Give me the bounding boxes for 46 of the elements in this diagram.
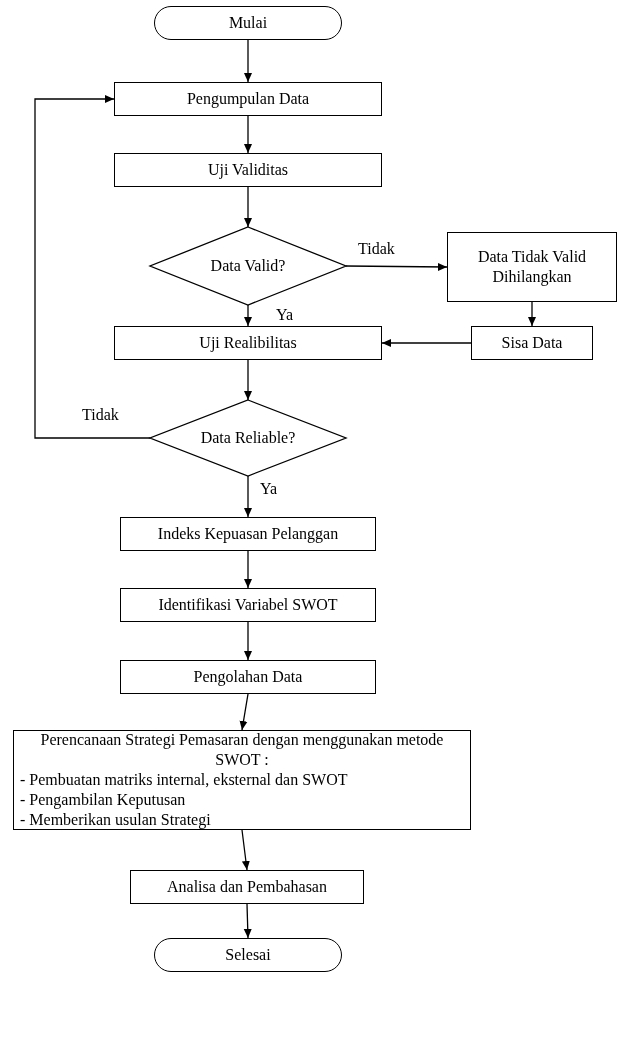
- node-text: Selesai: [225, 945, 271, 965]
- arrow: [528, 301, 536, 327]
- arrow: [244, 304, 252, 327]
- process-box: [471, 326, 593, 360]
- arrow: [244, 186, 252, 228]
- arrow: [381, 339, 472, 347]
- process-box: [120, 588, 376, 622]
- list-item: - Memberikan usulan Strategi: [20, 810, 212, 830]
- process-box: [120, 517, 376, 551]
- arrow: [244, 39, 252, 83]
- decision-diamond: [150, 400, 346, 476]
- arrow: [244, 115, 252, 154]
- process-box: [114, 153, 382, 187]
- process-box: [447, 232, 617, 302]
- process-box: [120, 660, 376, 694]
- arrow: [244, 359, 252, 401]
- list-item: - Pengambilan Keputusan: [20, 790, 187, 810]
- node-text: Data Valid?: [210, 256, 286, 276]
- arrow: [239, 693, 249, 731]
- arrow: [34, 95, 151, 439]
- node-text: Pengumpulan Data: [186, 89, 310, 109]
- arrow: [243, 903, 252, 939]
- arrow: [244, 475, 252, 518]
- arrow: [241, 829, 250, 871]
- process-box: [114, 82, 382, 116]
- process-box: [114, 326, 382, 360]
- decision-diamond: [150, 227, 346, 305]
- terminal-shape: [154, 938, 342, 972]
- node-text: Data Reliable?: [200, 428, 296, 448]
- node-text: Sisa Data: [501, 333, 563, 353]
- node-text: Mulai: [228, 13, 268, 33]
- list-item: - Pembuatan matriks internal, eksternal dan SWOT: [20, 770, 349, 790]
- process-box: [130, 870, 364, 904]
- node-text: Indeks Kepuasan Pelanggan: [157, 524, 339, 544]
- node-text: Uji Realibilitas: [199, 333, 297, 353]
- node-text: Uji Validitas: [207, 160, 289, 180]
- process-box: [13, 730, 471, 830]
- node-text: Analisa dan Pembahasan: [167, 877, 327, 897]
- node-text: Pengolahan Data: [193, 667, 303, 687]
- arrow: [244, 621, 252, 661]
- arrow: [244, 550, 252, 589]
- node-text: Perencanaan Strategi Pemasaran dengan menggunakan metode SWOT :: [39, 730, 445, 770]
- node-text: Identifikasi Variabel SWOT: [158, 595, 338, 615]
- node-text: Data Tidak Valid Dihilangkan: [476, 247, 588, 287]
- arrow: [345, 262, 448, 271]
- terminal-shape: [154, 6, 342, 40]
